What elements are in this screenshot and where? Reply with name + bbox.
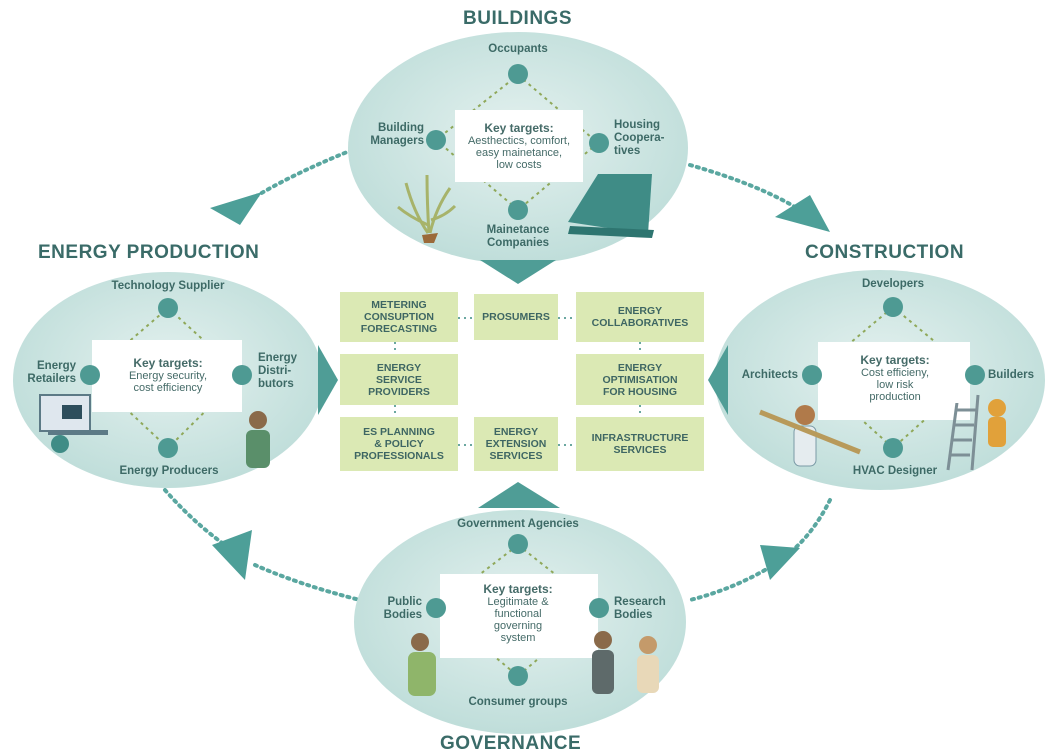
governance-top-label: Government Agencies — [457, 518, 579, 530]
governance-bottom-label: Consumer groups — [468, 696, 568, 708]
buildings-title: BUILDINGS — [463, 8, 572, 29]
handshake-icon — [592, 631, 659, 694]
architect-figure — [759, 405, 861, 467]
bench-icon — [568, 174, 654, 238]
arrow-to-governance — [760, 545, 800, 580]
energy-production-key-targets: Key targets: Energy security,cost effici… — [104, 356, 232, 394]
center-connectors — [394, 317, 641, 446]
prosumers-box: PROSUMERS — [474, 294, 558, 340]
construction-bottom-label: HVAC Designer — [852, 465, 938, 477]
ladder-icon — [946, 394, 1006, 471]
construction-left-label: Architects — [741, 369, 798, 381]
energy-production-top-label: Technology Supplier — [111, 280, 225, 292]
governance-pointer — [478, 482, 560, 508]
buildings-key-targets: Key targets: Aesthectics, comfort,easy m… — [458, 121, 580, 171]
construction-pointer — [708, 345, 728, 415]
buildings-top-label: Occupants — [488, 43, 548, 55]
construction-title: CONSTRUCTION — [805, 242, 965, 263]
laptop-icon — [39, 394, 108, 453]
arrow-to-construction — [775, 195, 830, 232]
governance-person-icon — [408, 633, 436, 696]
arrow-to-energy-production — [212, 530, 252, 580]
energy-production-pointer — [318, 345, 338, 415]
energy-production-title: ENERGY PRODUCTION — [38, 242, 260, 263]
construction-right-label: Builders — [988, 369, 1035, 381]
governance-title: GOVERNANCE — [440, 733, 582, 754]
person-icon — [246, 411, 270, 468]
energy-production-bottom-label: Energy Producers — [119, 465, 219, 477]
buildings-pointer — [480, 260, 556, 284]
plant-icon — [397, 174, 457, 243]
construction-top-label: Developers — [861, 278, 924, 290]
node-dots — [80, 64, 985, 686]
arrow-to-buildings — [210, 192, 262, 225]
